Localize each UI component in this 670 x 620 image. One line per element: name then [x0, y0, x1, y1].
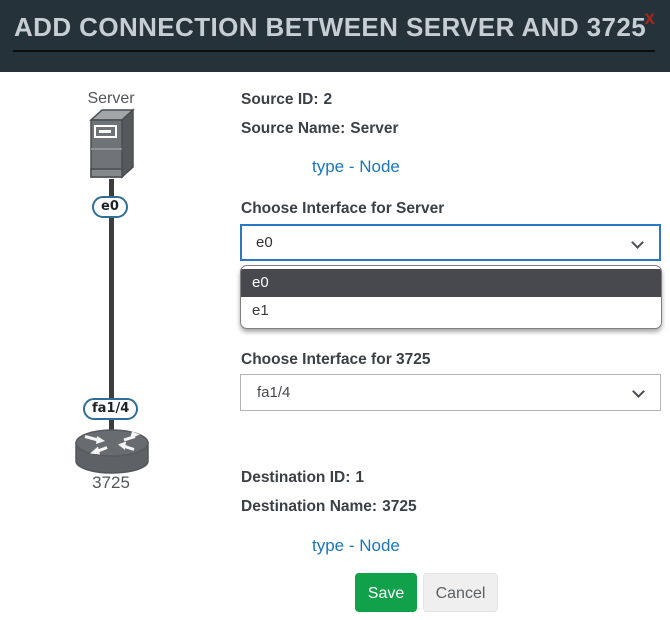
interface-options-list: e0 e1 — [240, 265, 662, 329]
interface-badge-fa14: fa1/4 — [83, 398, 139, 420]
title-underline — [13, 50, 655, 52]
chevron-down-icon — [631, 236, 644, 249]
server-interface-selected: e0 — [256, 234, 273, 251]
source-name: Source Name:Server — [241, 120, 399, 138]
router-interface-select[interactable]: fa1/4 — [240, 374, 661, 411]
connection-line — [109, 179, 114, 432]
router-interface-label: Choose Interface for 3725 — [241, 351, 431, 368]
dialog-header: ADD CONNECTION BETWEEN SERVER AND 3725 x — [0, 0, 670, 72]
source-type-text: type - Node — [312, 157, 400, 176]
source-id: Source ID:2 — [241, 91, 332, 109]
destination-name: Destination Name:3725 — [241, 498, 417, 516]
destination-name-label: Destination Name: — [241, 498, 378, 515]
source-name-label: Source Name: — [241, 120, 346, 137]
cancel-button[interactable]: Cancel — [423, 573, 498, 612]
source-id-label: Source ID: — [241, 91, 319, 108]
save-button[interactable]: Save — [355, 573, 417, 612]
source-id-value: 2 — [323, 91, 333, 108]
interface-badge-e0: e0 — [92, 196, 128, 218]
close-icon[interactable]: x — [644, 8, 655, 29]
destination-type-text: type - Node — [312, 536, 400, 555]
destination-id-label: Destination ID: — [241, 469, 351, 486]
destination-id-value: 1 — [355, 469, 364, 486]
server-interface-select[interactable]: e0 — [240, 224, 661, 261]
router-icon — [75, 429, 149, 474]
server-node-label: Server — [87, 90, 135, 107]
router-node-label: 3725 — [92, 473, 130, 492]
option-e1[interactable]: e1 — [241, 297, 661, 325]
dialog-title: ADD CONNECTION BETWEEN SERVER AND 3725 — [14, 12, 647, 42]
server-interface-label: Choose Interface for Server — [241, 200, 445, 217]
server-icon — [89, 108, 135, 179]
option-e0[interactable]: e0 — [241, 269, 661, 297]
source-name-value: Server — [350, 120, 399, 137]
destination-id: Destination ID:1 — [241, 469, 364, 487]
router-interface-selected: fa1/4 — [257, 384, 291, 401]
destination-name-value: 3725 — [382, 498, 417, 515]
chevron-down-icon — [632, 385, 645, 398]
